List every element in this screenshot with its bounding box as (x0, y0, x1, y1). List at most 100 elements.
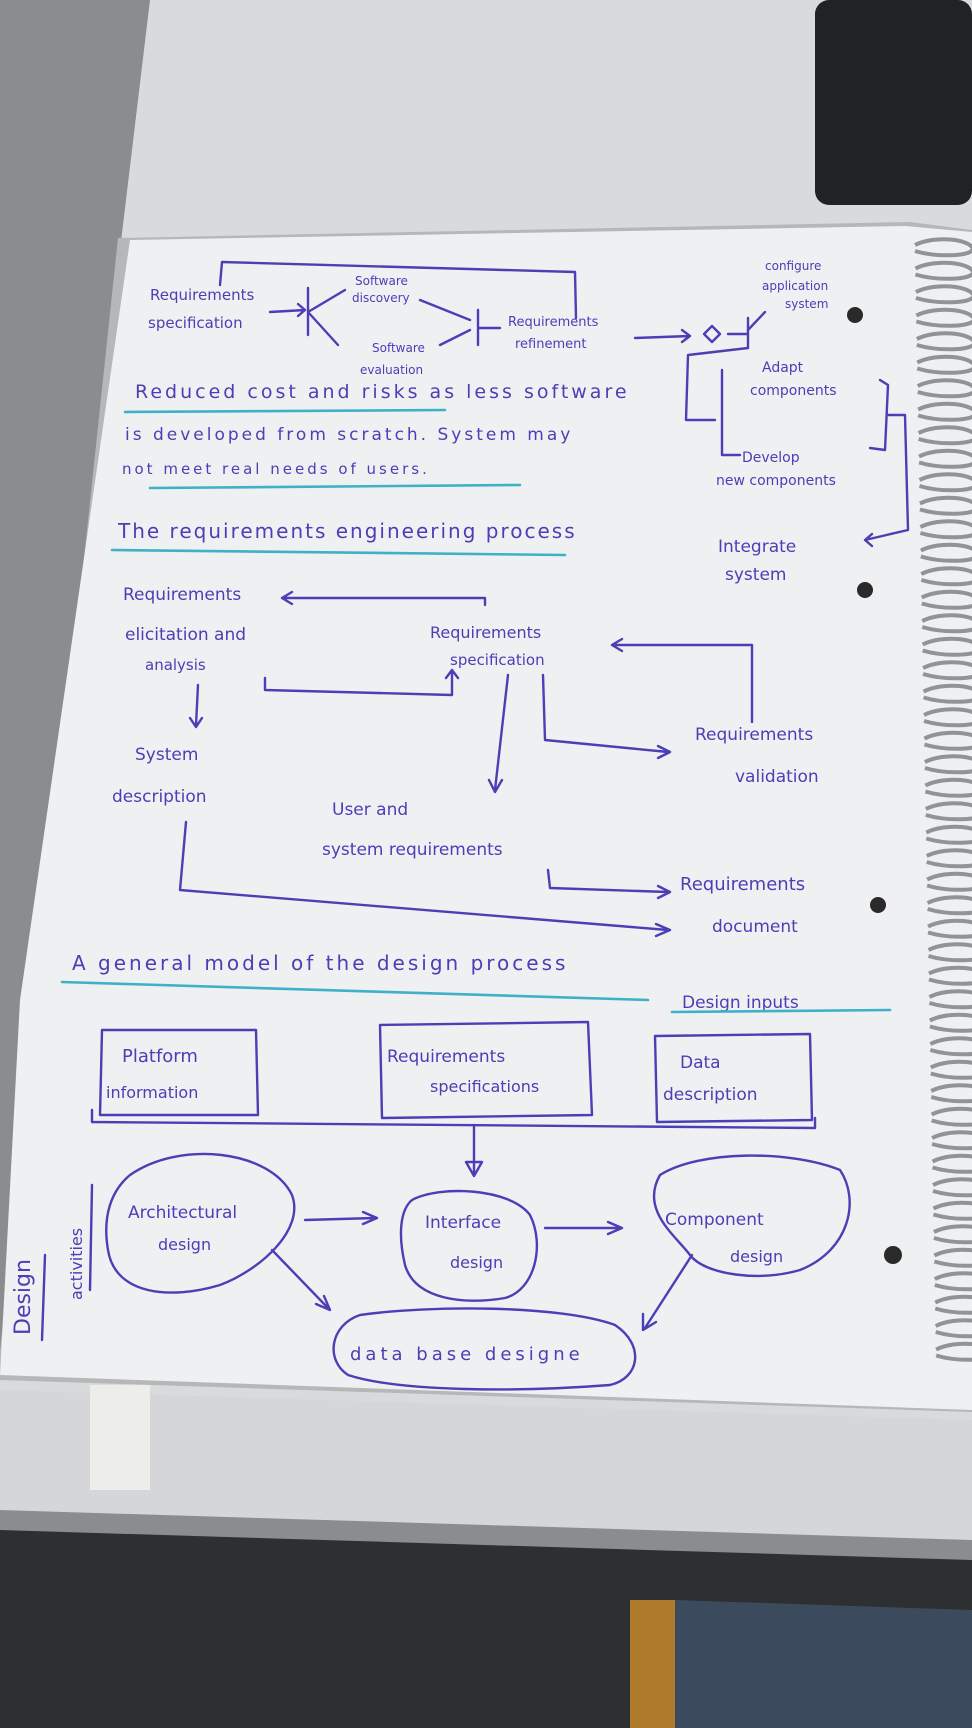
integrate-label-2: system (725, 565, 786, 585)
sw-evaluation-label-1: Software (372, 341, 425, 355)
spiral-ring (920, 589, 972, 610)
platform-box (98, 1028, 260, 1117)
arrow-spec-to-elicitation (280, 590, 487, 607)
re-diagram: Requirements elicitation and analysis Re… (112, 585, 819, 938)
platform-label-1: Platform (122, 1046, 198, 1067)
architectural-label-2: design (158, 1235, 211, 1254)
arrow-spec-to-user (487, 673, 510, 794)
spiral-ring (933, 1271, 972, 1292)
inputs-title: Design inputs (682, 993, 799, 1013)
arrow-description-to-document (178, 820, 672, 938)
reuse-diagram: Requirements specification Software disc… (148, 259, 910, 585)
punch-hole (870, 897, 886, 913)
spiral-ring (924, 801, 972, 822)
arrow-spec-to-validation (541, 673, 672, 760)
spiral-ring (916, 354, 972, 375)
spiral-ring (928, 1012, 972, 1033)
spiral-ring (914, 237, 972, 258)
sw-discovery-label-1: Software (355, 274, 408, 288)
punch-hole (857, 582, 873, 598)
spiral-binding (914, 237, 972, 1362)
adapt-label-2: components (750, 383, 837, 399)
validation-label-2: validation (735, 767, 819, 787)
dark-object (815, 0, 972, 205)
split-fork (306, 286, 347, 347)
document-label-1: Requirements (680, 874, 805, 895)
spiral-ring (928, 989, 972, 1010)
activities-bracket (40, 1183, 94, 1342)
integrate-label-1: Integrate (718, 537, 796, 557)
spiral-ring (916, 378, 972, 399)
elicitation-label-3: analysis (145, 656, 206, 674)
design-title: A general model of the design process (72, 951, 568, 975)
inputs-title-underline (670, 1008, 892, 1014)
requirements-box (378, 1020, 594, 1120)
reuse-notes: Reduced cost and risks as less software … (122, 381, 627, 490)
spiral-ring (921, 636, 972, 657)
arrow-interface-to-component (543, 1220, 624, 1236)
arrow-validation-to-spec (610, 637, 754, 724)
specification-label-1: Requirements (430, 623, 541, 642)
spiral-ring (933, 1224, 972, 1245)
spiral-ring (915, 307, 972, 328)
sw-discovery-label-2: discovery (352, 291, 410, 305)
arrow-refine-out (633, 328, 692, 344)
configure-label-2: application (762, 279, 828, 293)
spiral-ring (934, 1294, 972, 1315)
sys-description-label-2: description (112, 787, 207, 807)
spiral-ring (918, 472, 972, 493)
spiral-ring (934, 1318, 972, 1339)
spiral-ring (921, 613, 972, 634)
configure-label-1: configure (765, 259, 821, 273)
spiral-ring (925, 848, 972, 869)
spiral-ring (927, 942, 972, 963)
jeans (675, 1600, 972, 1728)
chair-strip (630, 1600, 675, 1728)
re-title-underline (110, 548, 567, 557)
spiral-ring (918, 448, 972, 469)
req-spec-label-1: Requirements (150, 286, 254, 304)
develop-label-2: new components (716, 473, 836, 489)
component-blob (652, 1154, 851, 1278)
spiral-ring (931, 1153, 972, 1174)
spiral-ring (917, 401, 972, 422)
adapt-branch (684, 346, 750, 457)
underline-reuse-1 (123, 408, 447, 414)
spiral-ring (919, 542, 972, 563)
spiral-ring (922, 683, 972, 704)
arrow-spec-to-split (268, 302, 307, 318)
spiral-ring (933, 1247, 972, 1268)
arrow-component-to-database (641, 1253, 694, 1332)
spiral-ring (919, 495, 972, 516)
tape (90, 1385, 150, 1490)
develop-label-1: Develop (742, 450, 800, 466)
spiral-ring (926, 871, 972, 892)
spiral-ring (915, 331, 972, 352)
data-box (653, 1032, 814, 1124)
component-label-2: design (730, 1247, 783, 1266)
req-refinement-label-2: refinement (515, 337, 586, 352)
architectural-blob (105, 1152, 296, 1294)
arrow-arch-to-database (270, 1248, 332, 1312)
spiral-ring (930, 1083, 972, 1104)
spiral-ring (920, 566, 972, 587)
underline-reuse-2 (148, 483, 522, 490)
reuse-text-line-3: not meet real needs of users. (122, 460, 430, 478)
spiral-ring (929, 1036, 972, 1057)
requirements-label-2: specifications (430, 1077, 539, 1096)
validation-label-1: Requirements (695, 725, 813, 745)
architectural-label-1: Architectural (128, 1203, 237, 1223)
spiral-ring (923, 730, 972, 751)
spiral-ring (927, 918, 972, 939)
spiral-ring (914, 260, 972, 281)
interface-blob (399, 1189, 538, 1302)
right-collector (863, 378, 910, 548)
spiral-ring (929, 1059, 972, 1080)
document-label-2: document (712, 917, 798, 937)
inputs-down-arrow (464, 1123, 484, 1178)
activities-label-2: activities (67, 1228, 86, 1300)
design-title-underline (60, 980, 650, 1002)
sys-description-label-1: System (135, 745, 198, 765)
design-activities: Design activities Architectural design I… (11, 1152, 851, 1391)
component-label-1: Component (665, 1210, 764, 1230)
